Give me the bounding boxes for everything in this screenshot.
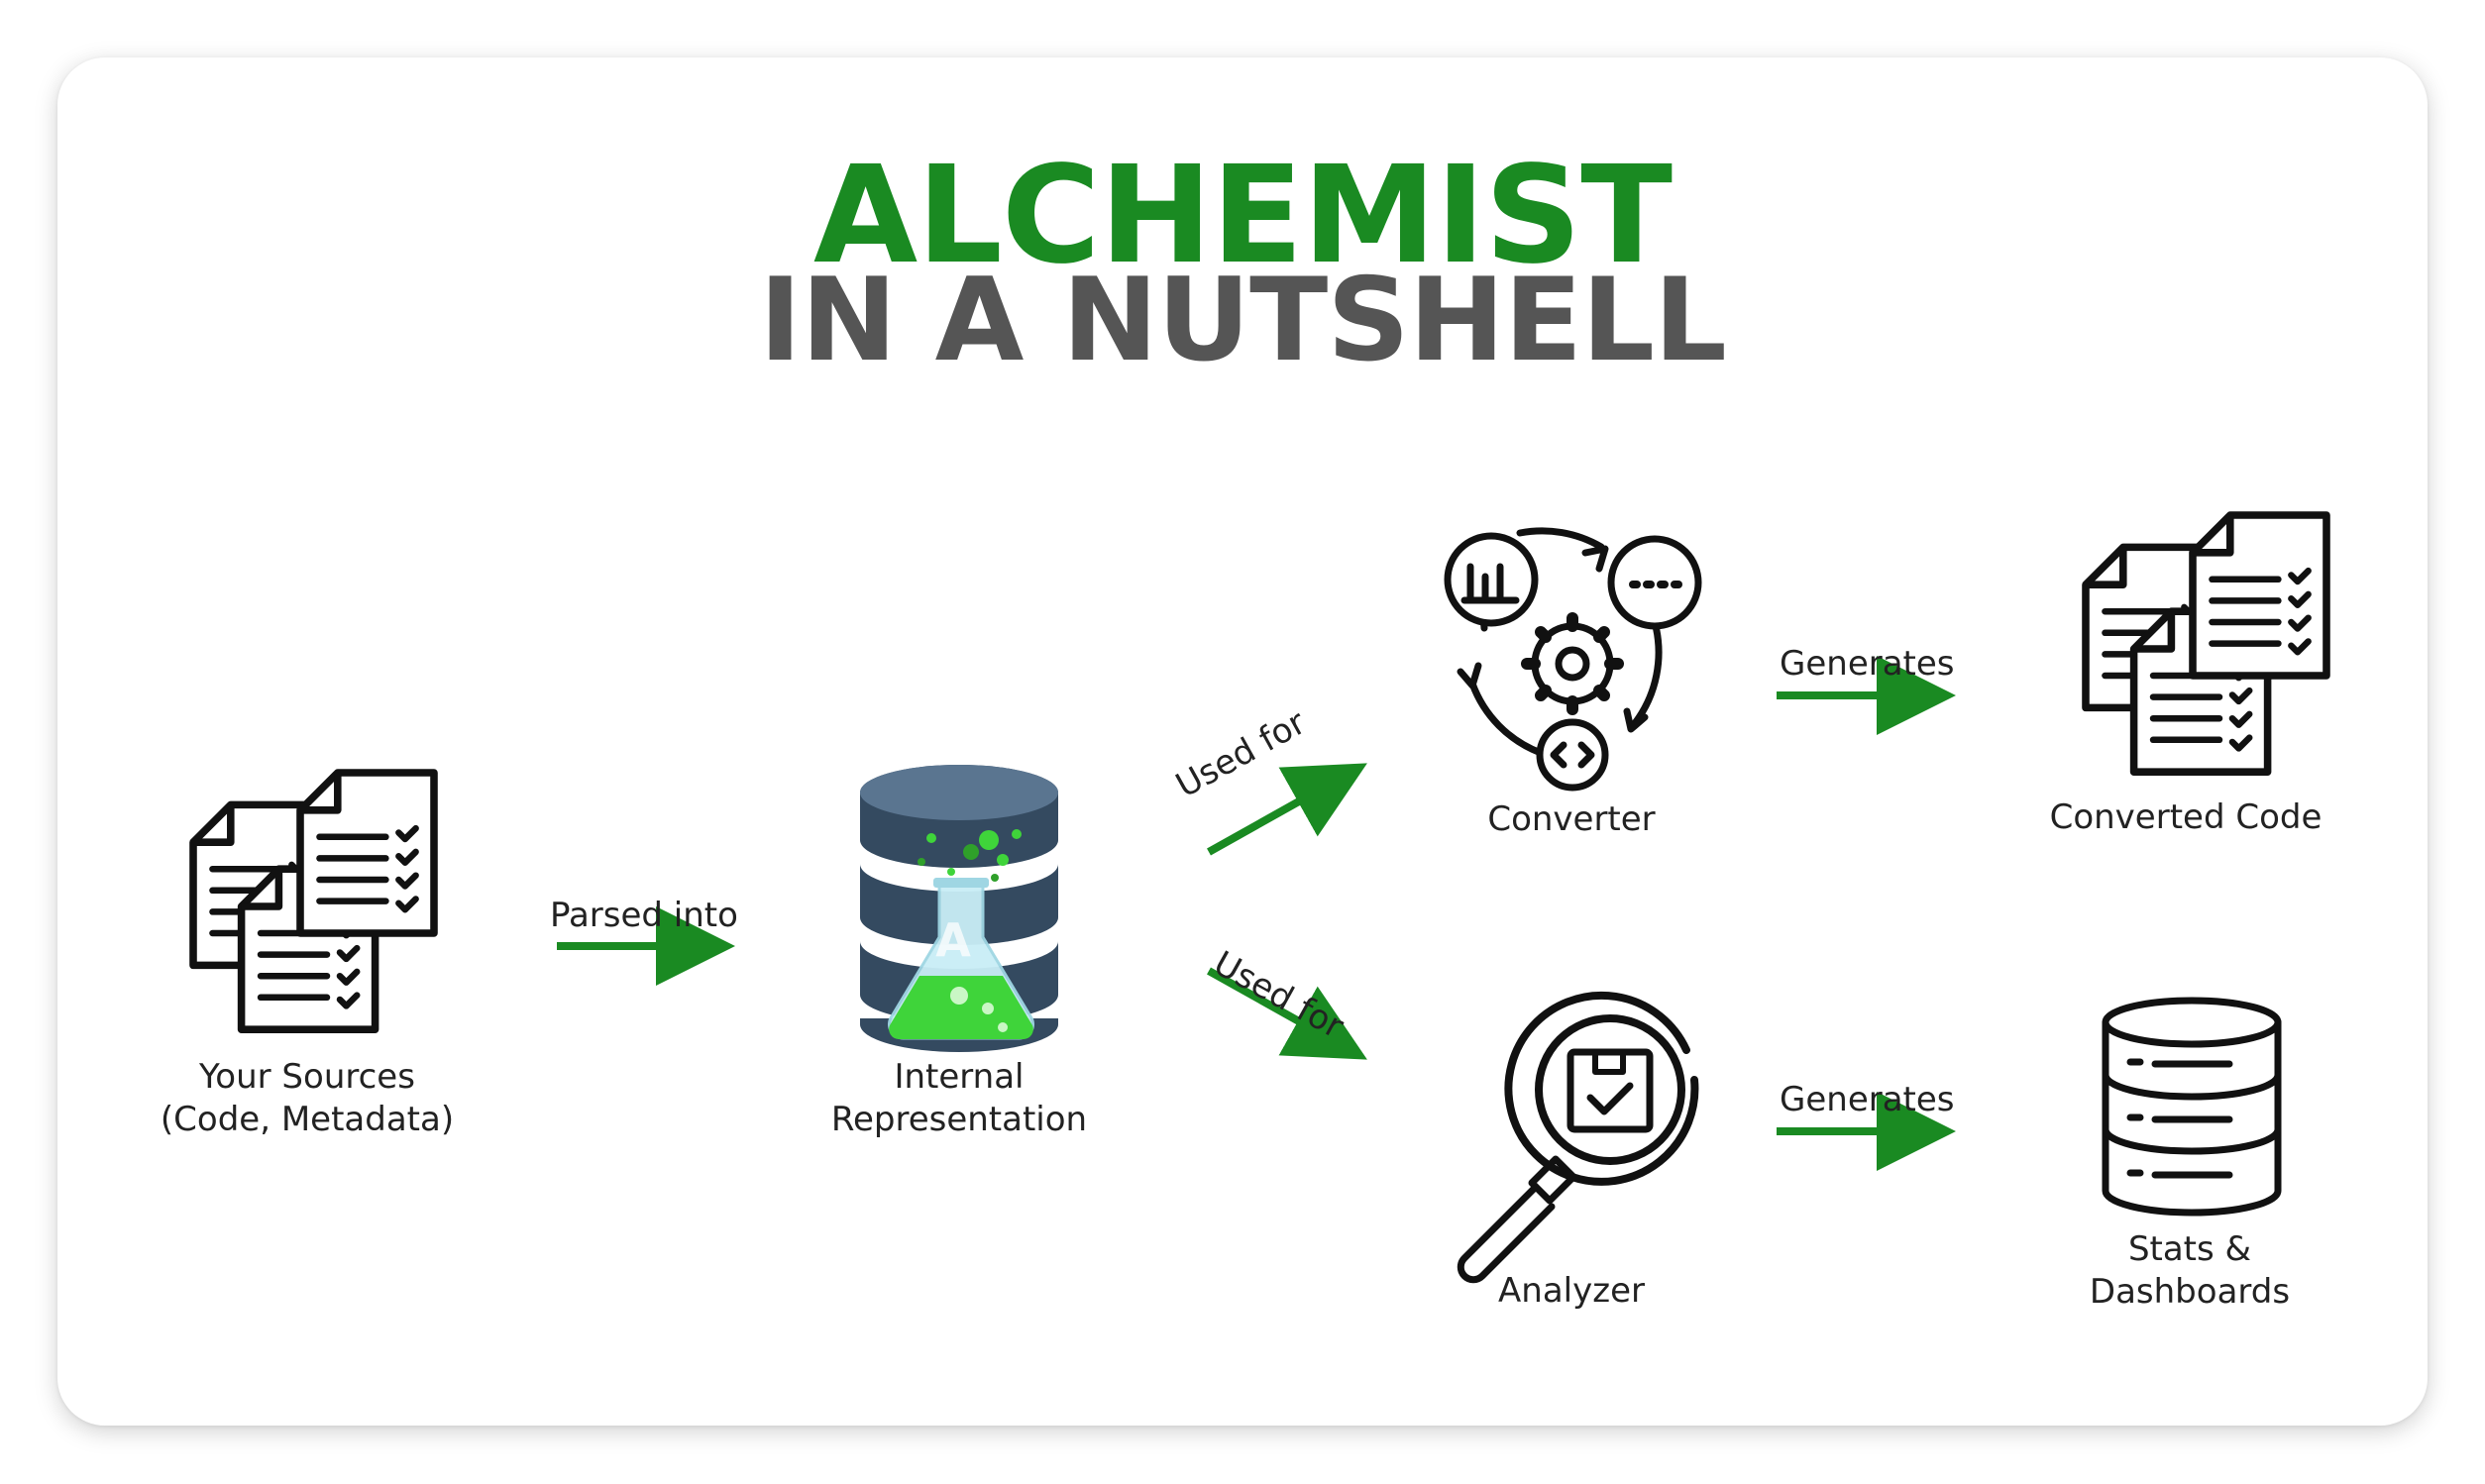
svg-text:A: A — [935, 913, 971, 967]
title-main: ALCHEMIST — [812, 138, 1673, 294]
magnifier-box-icon — [1457, 991, 1699, 1284]
sources-label: Your Sources (Code, Metadata) — [109, 1056, 505, 1141]
converted-code-label: Converted Code — [2049, 797, 2323, 837]
internal-label-line1: Internal — [894, 1057, 1025, 1097]
edge-label-generates-bottom: Generates — [1780, 1080, 1955, 1119]
internal-label: Internal Representation — [761, 1056, 1157, 1141]
internal-label-line2: Representation — [830, 1100, 1088, 1139]
converter-label: Converter — [1487, 799, 1656, 839]
sources-label-line1: Your Sources — [199, 1057, 415, 1097]
edge-label-generates-top: Generates — [1780, 644, 1955, 684]
arrow-used-for-bottom — [1207, 967, 1367, 1060]
gear-cycle-icon — [1444, 527, 1702, 792]
database-flask-icon: A — [860, 765, 1058, 1052]
stats-label-line2: Dashboards — [2089, 1272, 2291, 1312]
title-subtitle: IN A NUTSHELL — [759, 254, 1727, 387]
sources-documents-icon — [193, 773, 434, 1029]
arrow-used-for-top — [1207, 763, 1367, 856]
stats-label: Stats & Dashboards — [1992, 1228, 2388, 1314]
stats-label-line1: Stats & — [2127, 1229, 2252, 1269]
converted-documents-icon — [2086, 515, 2326, 772]
sources-label-line2: (Code, Metadata) — [160, 1100, 455, 1139]
edge-label-parsed: Parsed into — [550, 896, 738, 935]
diagram-card — [57, 57, 2428, 1426]
database-icon — [2102, 997, 2282, 1217]
analyzer-label: Analyzer — [1498, 1271, 1645, 1311]
